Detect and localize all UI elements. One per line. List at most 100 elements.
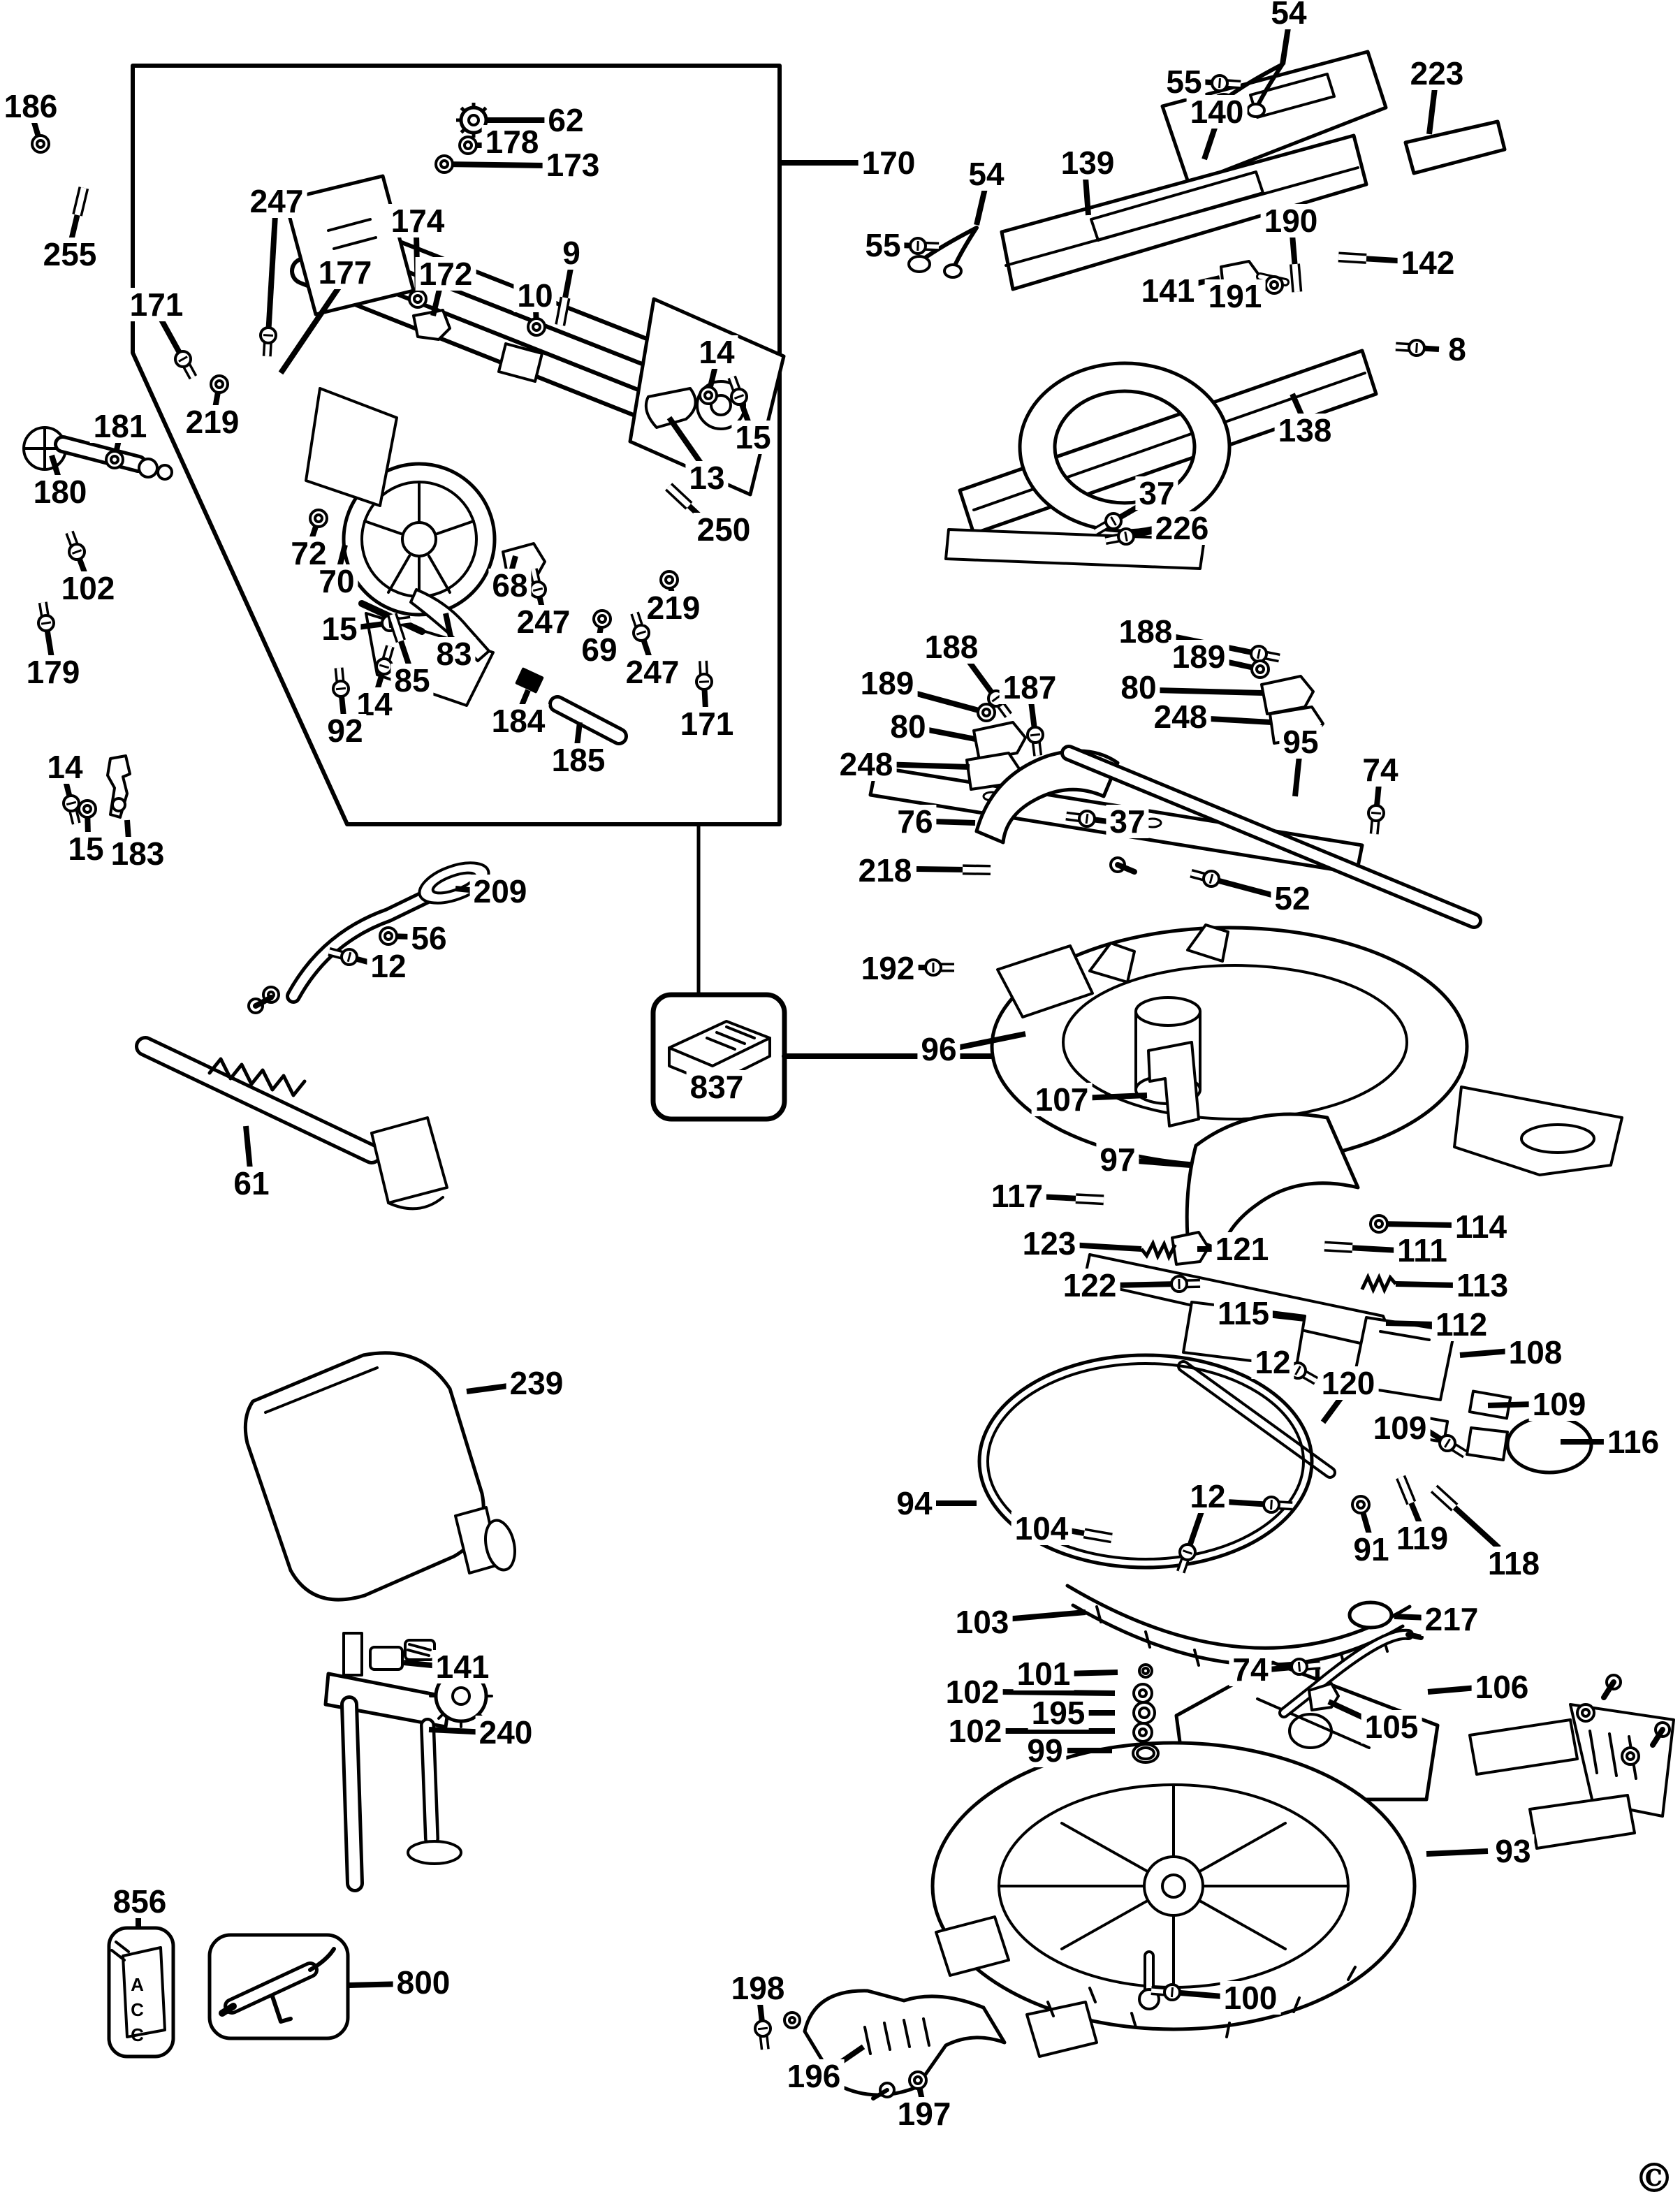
screw-glyph — [916, 240, 919, 251]
part-label-198: 198 — [727, 1971, 789, 2005]
part-label-113: 113 — [1452, 1269, 1512, 1302]
part-label-218: 218 — [854, 854, 916, 887]
part-label-112: 112 — [1431, 1308, 1491, 1341]
screw-glyph — [1170, 1987, 1174, 1998]
leader-line — [1320, 1394, 1345, 1424]
screw-glyph — [263, 334, 274, 337]
pin-glyph — [1324, 1243, 1353, 1251]
leader-line — [1210, 876, 1276, 898]
part-label-13: 13 — [685, 461, 729, 495]
leader-line — [839, 2044, 865, 2065]
part-label-117: 117 — [987, 1179, 1047, 1213]
screw-glyph — [1208, 873, 1214, 884]
part-label-185: 185 — [548, 743, 609, 777]
washer-glyph — [439, 159, 449, 169]
leader-line — [933, 819, 976, 826]
leader-line — [1347, 1245, 1399, 1253]
knob-glyph — [460, 127, 467, 134]
leader-line — [1069, 1242, 1142, 1252]
part-label-107: 107 — [1031, 1083, 1093, 1116]
part-label-187: 187 — [999, 671, 1060, 704]
part-label-142: 142 — [1397, 246, 1459, 279]
screw-glyph — [1030, 733, 1041, 737]
washer-glyph — [314, 513, 323, 523]
screw-glyph — [757, 2026, 768, 2031]
leader-line — [1407, 1498, 1422, 1524]
part-label-99: 99 — [1023, 1734, 1067, 1767]
part-label-119: 119 — [1392, 1521, 1452, 1555]
pin-glyph — [1398, 1476, 1414, 1505]
part-label-92: 92 — [323, 714, 367, 747]
leader-line — [882, 761, 970, 770]
part-label-96: 96 — [917, 1032, 960, 1066]
leader-line — [278, 284, 342, 375]
screw-glyph — [1371, 811, 1382, 815]
part-label-191: 191 — [1204, 279, 1266, 313]
leader-line — [1005, 1609, 1086, 1622]
washer-glyph — [1356, 1500, 1366, 1510]
screw-glyph — [1110, 516, 1117, 526]
part-label-61: 61 — [230, 1167, 273, 1200]
handle-and-spring-rod-sketch — [135, 861, 490, 1211]
washer-glyph — [82, 804, 92, 814]
screw-glyph — [41, 621, 52, 625]
washer-glyph — [981, 708, 991, 717]
part-label-170: 170 — [858, 146, 919, 180]
part-label-141: 141 — [1137, 274, 1199, 307]
screw-glyph — [636, 630, 647, 636]
part-label-116: 116 — [1603, 1425, 1663, 1459]
part-label-9: 9 — [559, 236, 584, 270]
leader-line — [68, 210, 81, 241]
part-label-37: 37 — [1135, 476, 1178, 510]
washer-glyph — [36, 139, 45, 149]
copyright-mark: © — [1634, 2154, 1674, 2199]
part-label-141: 141 — [432, 1650, 493, 1683]
part-label-121: 121 — [1211, 1232, 1273, 1266]
leader-line — [1426, 1848, 1489, 1857]
pin-glyph — [389, 613, 404, 642]
part-label-100: 100 — [1220, 1981, 1281, 2015]
leader-line — [1280, 27, 1291, 65]
part-label-74: 74 — [1229, 1653, 1272, 1686]
part-label-108: 108 — [1505, 1336, 1566, 1369]
part-label-217: 217 — [1421, 1602, 1482, 1636]
leader-line — [903, 687, 988, 715]
leader-line — [1327, 1699, 1366, 1721]
part-label-102: 102 — [944, 1714, 1006, 1748]
part-label-195: 195 — [1028, 1696, 1089, 1730]
part-label-177: 177 — [314, 256, 376, 289]
part-label-196: 196 — [783, 2059, 845, 2093]
part-label-178: 178 — [481, 125, 543, 159]
part-label-173: 173 — [542, 148, 604, 182]
leader-line — [444, 161, 547, 168]
part-label-138: 138 — [1274, 414, 1336, 447]
part-label-250: 250 — [693, 513, 754, 546]
part-label-800: 800 — [393, 1966, 454, 1999]
fence-clamp-bracket-sketch — [1468, 1674, 1675, 1850]
part-label-14: 14 — [43, 750, 87, 784]
part-label-15: 15 — [318, 612, 361, 645]
screw-glyph — [1182, 1549, 1193, 1555]
screw-glyph — [1257, 648, 1261, 659]
part-label-94: 94 — [893, 1486, 936, 1520]
lockoff-handle-sketch — [783, 1989, 1007, 2101]
leader-line — [1487, 1401, 1535, 1408]
screw-glyph — [1444, 1438, 1451, 1448]
part-label-37: 37 — [1106, 805, 1149, 838]
part-label-179: 179 — [22, 655, 84, 689]
part-label-114: 114 — [1451, 1210, 1511, 1243]
part-label-181: 181 — [89, 409, 151, 443]
part-label-62: 62 — [544, 103, 587, 137]
part-label-197: 197 — [893, 2097, 955, 2131]
washer-glyph — [214, 379, 224, 389]
part-label-226: 226 — [1151, 511, 1213, 545]
washer-glyph — [110, 455, 119, 465]
part-label-120: 120 — [1317, 1366, 1379, 1400]
part-label-183: 183 — [107, 837, 168, 870]
fence-assembly-sketch — [907, 50, 1507, 570]
leader-line — [974, 188, 988, 226]
leader-line — [574, 722, 583, 747]
part-label-54: 54 — [1267, 0, 1310, 29]
part-label-139: 139 — [1057, 146, 1118, 180]
